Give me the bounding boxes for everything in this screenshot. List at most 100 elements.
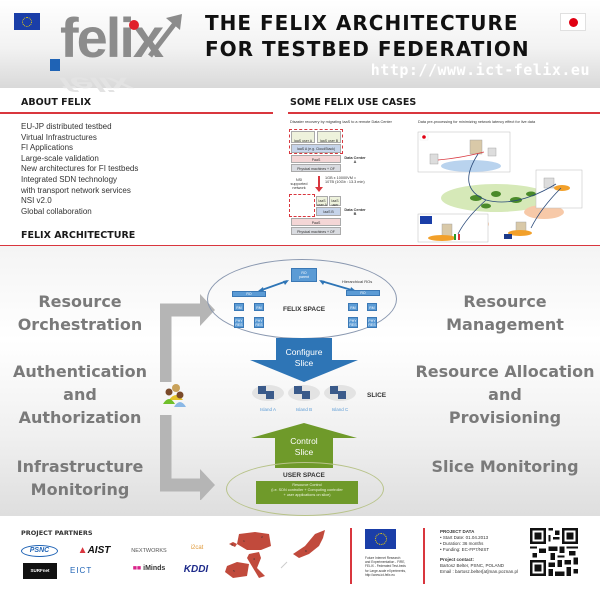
japan-flag-icon — [560, 13, 586, 31]
migration-arrow-head — [315, 187, 323, 192]
ro-connector-arrows — [257, 280, 357, 292]
label-line: Management — [446, 315, 564, 334]
arrow-line: Slice — [294, 447, 314, 457]
map-region-italy — [247, 552, 265, 578]
about-divider — [0, 112, 273, 114]
footer-divider-left — [350, 528, 352, 584]
nsi-label: NSI supported network — [290, 178, 308, 190]
partner-aist-logo: ▲AIST — [77, 545, 111, 556]
eu-flag-footer-icon — [365, 529, 396, 549]
qr-code-icon[interactable] — [530, 528, 578, 576]
upper-arrow-head — [200, 294, 215, 326]
logo-red-dot — [129, 20, 139, 30]
paas-box-b: PaaS — [291, 218, 341, 226]
project-data-item: • Funding: EC-FP7/NIST — [440, 547, 490, 552]
configure-slice-label: Configure Slice — [276, 347, 332, 369]
paas-box: PaaS — [291, 155, 341, 163]
lower-bracket — [160, 415, 200, 492]
about-item: with transport network services — [21, 185, 131, 195]
iaas-b-box: IaaS B — [316, 207, 341, 216]
node-line: PHY — [368, 319, 376, 323]
label-authentication-authorization: Authentication and Authorization — [5, 360, 155, 429]
label-line: Authentication — [13, 362, 147, 381]
poster-header: felix felix THE FELIX ARCHITECTURE FOR T… — [0, 0, 600, 95]
node-line: parent — [299, 275, 309, 280]
contact-email[interactable]: Email : bartosz.belter[at]man.poznan.pl — [440, 569, 519, 574]
label-resource-allocation-provisioning: Resource Allocation and Provisioning — [405, 360, 600, 429]
eu-text-line: and Experimentation - FIRE, — [365, 560, 406, 565]
rc-line: + user applications on slice) — [283, 492, 331, 497]
users-group-icon — [163, 384, 186, 407]
grey-bracket-arrows — [160, 294, 215, 500]
partner-eict-logo: EICT — [70, 566, 93, 575]
title-line-2: FOR TESTBED FEDERATION — [205, 37, 530, 61]
iaas-user-b-box: IaaS user B — [317, 131, 341, 143]
project-data-item: • Start Date: 01.04.2013 — [440, 535, 489, 540]
felix-logo: felix felix — [48, 6, 188, 95]
use-cases-divider — [288, 112, 600, 114]
rm-node: RM — [367, 303, 377, 311]
ro-node-right: RO — [346, 290, 380, 296]
map-region-central-europe — [237, 532, 271, 550]
about-list: EU-JP distributed testbed Virtual Infras… — [21, 122, 138, 217]
about-item: Global collaboration — [21, 206, 92, 216]
partner-surfnet-logo: SURFnet — [23, 563, 57, 579]
about-item: FI Applications — [21, 143, 74, 153]
use-case-2-caption: Data pre-processing for minimizing netwo… — [418, 120, 536, 124]
user-space-ellipse — [226, 462, 384, 516]
partner-i2cat-logo: i2cat — [190, 545, 204, 551]
island-a-icon — [252, 385, 284, 401]
about-item: Virtual Infrastructures — [21, 132, 97, 142]
node-line: PHY — [349, 319, 357, 323]
project-url[interactable]: http://www.ict-felix.eu — [370, 61, 590, 79]
control-slice-arrow — [251, 423, 357, 468]
about-item: EU-JP distributed testbed — [21, 122, 112, 131]
title-line-1: THE FELIX ARCHITECTURE — [205, 11, 519, 35]
map-number: 6 — [305, 549, 307, 553]
phy-res-node: PHY RES — [254, 317, 264, 328]
data-center-b-label: Data Center B — [344, 208, 366, 216]
project-data-block: PROJECT DATA • Start Date: 01.04.2013 • … — [440, 529, 518, 575]
use-case-1-caption: Disaster recovery by migrating IaaS to a… — [290, 120, 392, 124]
migrated-region — [289, 194, 315, 217]
partner-name: AIST — [87, 545, 111, 556]
iaas-a-box: IaaS A (e.g. CloudStack) — [291, 144, 341, 153]
iaas-user-b-box-b: IaaS user B — [329, 196, 341, 211]
eu-text-line: http://www.ict-felix.eu — [365, 572, 395, 577]
resource-control-box: Resource Control (i.e. SDN controller + … — [256, 481, 358, 504]
map-number: 5 — [233, 569, 235, 573]
phy-res-node: PHY RES — [234, 317, 244, 328]
map-number: 3 — [231, 543, 233, 547]
rc-title: Resource Control — [292, 483, 322, 487]
upper-bracket — [160, 303, 200, 382]
felix-space-label: FELIX SPACE — [283, 306, 326, 313]
map-islands — [280, 561, 288, 569]
eu-text-line: for Large-scale eXperiments, — [365, 568, 406, 573]
map-number: 2 — [261, 535, 263, 539]
footer-divider-right — [423, 528, 425, 584]
node-line: RES — [235, 323, 243, 328]
partners-heading: PROJECT PARTNERS — [21, 529, 93, 537]
eu-flag-icon — [14, 13, 40, 30]
arrow-line: Slice — [294, 358, 314, 368]
logo-arrow-icon — [148, 14, 182, 58]
partner-kddi-logo: KDDI — [183, 564, 209, 575]
node-line: RO — [301, 271, 307, 275]
label-infrastructure-monitoring: Infrastructure Monitoring — [10, 455, 150, 501]
user-space-label: USER SPACE — [283, 472, 325, 479]
label-line: Orchestration — [17, 315, 143, 334]
label-line: Provisioning — [448, 408, 562, 427]
island-c-icon — [324, 385, 356, 401]
label-resource-orchestration: Resource Orchestration — [10, 290, 150, 336]
partners-map: 1 2 3 4 5 6 — [225, 530, 325, 578]
slice-islands — [252, 385, 356, 401]
logo-blue-dot — [50, 59, 60, 71]
phy-res-node: PHY RES — [348, 317, 358, 328]
map-region-belgium — [229, 542, 237, 547]
label-resource-management: Resource Management — [415, 290, 595, 336]
logo-reflection: felix — [51, 73, 139, 95]
label-line: Resource — [38, 292, 122, 311]
phy-res-node: PHY RES — [367, 317, 377, 328]
island-b-icon — [288, 385, 320, 401]
contact-name: Bartosz Belter, PSNC, POLAND — [440, 563, 505, 568]
